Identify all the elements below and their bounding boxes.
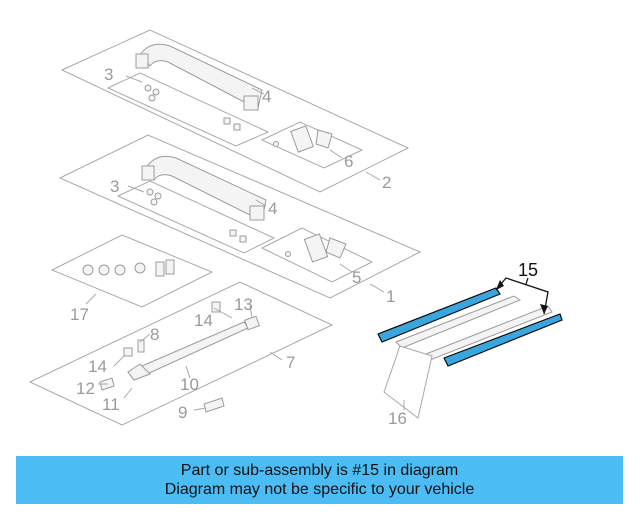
- rail-clip-14-a: [123, 347, 133, 357]
- callout-10: 10: [180, 375, 199, 394]
- middle-clip-1: [229, 229, 237, 237]
- clip-5: [155, 261, 165, 277]
- parts-diagram: 3 4 6 2 3 4 5 1 17: [28, 29, 563, 428]
- clip-3: [114, 264, 126, 276]
- clip-set-group: 17: [50, 234, 214, 324]
- rail-screw-8: [137, 339, 145, 353]
- callout-14-right: 14: [194, 311, 213, 330]
- upper-washer-6: [273, 141, 279, 147]
- rail-set-group: 8 14 12 11 10 9 14 13 7: [28, 281, 334, 426]
- banner-line-2: Diagram may not be specific to your vehi…: [164, 481, 475, 498]
- callout-8: 8: [150, 325, 159, 344]
- upper-clip-2: [233, 123, 241, 131]
- middle-washer-5: [285, 251, 291, 257]
- callout-1: 1: [386, 287, 395, 306]
- clip-set-plate: [50, 234, 214, 308]
- callout-2: 2: [382, 173, 391, 192]
- rail-clip-14-b: [211, 301, 221, 313]
- callout-17: 17: [70, 305, 89, 324]
- callout-5: 5: [352, 268, 361, 287]
- middle-bolt-2: [154, 192, 162, 200]
- middle-cover-5: [325, 237, 347, 259]
- rail-cap-13: [244, 315, 260, 331]
- middle-plate-group: 3 4 5 1: [58, 134, 422, 306]
- clip-6: [165, 259, 175, 275]
- upper-foot-left: [135, 53, 149, 69]
- upper-clip-1: [223, 117, 231, 125]
- upper-foot-right: [243, 95, 259, 111]
- rail-bracket-9: [203, 397, 225, 413]
- molding-16-panel: [383, 345, 433, 419]
- callout-16: 16: [388, 409, 407, 428]
- upper-bolt-1: [144, 84, 152, 92]
- callout-3-middle: 3: [110, 177, 119, 196]
- middle-foot-left: [141, 165, 155, 181]
- callout-13: 13: [234, 295, 253, 314]
- callout-7: 7: [286, 353, 295, 372]
- banner-line-1: Part or sub-assembly is #15 in diagram: [180, 462, 459, 479]
- middle-bolt-3: [150, 198, 158, 206]
- callout-11: 11: [102, 395, 120, 414]
- callout-4-middle: 4: [268, 199, 277, 218]
- clip-4: [134, 262, 146, 274]
- upper-lock-6: [290, 125, 314, 153]
- middle-foot-right: [249, 205, 265, 221]
- roof-rail-end-11: [127, 363, 151, 381]
- upper-plate-group: 3 4 6 2: [60, 29, 410, 193]
- middle-bolt-1: [146, 188, 154, 196]
- clip-1: [82, 264, 94, 276]
- callout-14-left: 14: [88, 357, 107, 376]
- callout-4-upper: 4: [262, 87, 271, 106]
- roof-molding-15-lower: [443, 313, 563, 367]
- callout-9: 9: [178, 403, 187, 422]
- roof-molding-group: 15 16: [377, 260, 563, 428]
- upper-bolt-3: [148, 94, 156, 102]
- roof-molding-15-upper: [377, 287, 501, 343]
- callout-6: 6: [344, 152, 353, 171]
- middle-clip-2: [239, 235, 247, 243]
- callout-12: 12: [76, 379, 95, 398]
- upper-bolt-2: [152, 88, 160, 96]
- callout-15: 15: [518, 260, 538, 280]
- middle-lock-5: [303, 233, 329, 263]
- info-banner: Part or sub-assembly is #15 in diagram D…: [16, 456, 623, 504]
- upper-cover-6: [315, 129, 333, 149]
- clip-2: [98, 264, 110, 276]
- callout-3-upper: 3: [104, 65, 113, 84]
